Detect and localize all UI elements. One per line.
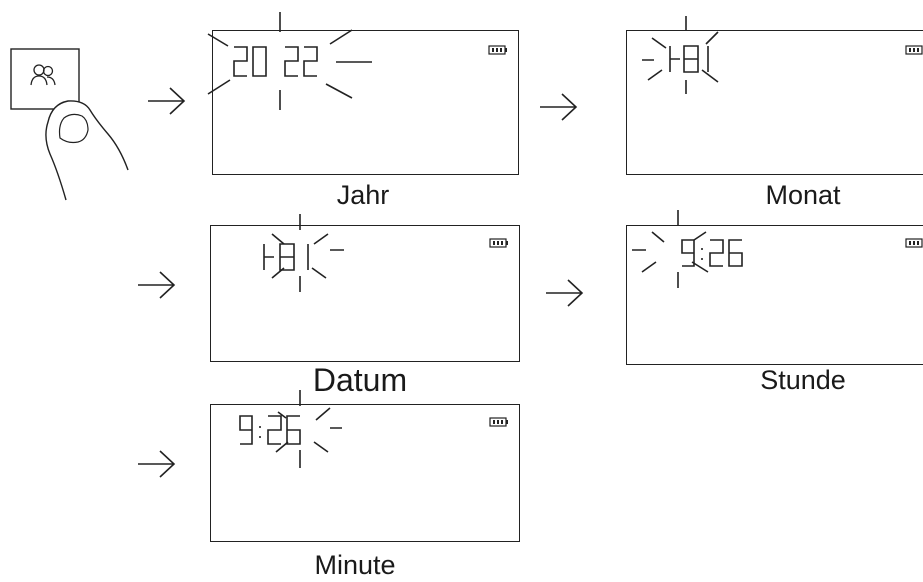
step-label-month: Monat [765, 180, 841, 210]
lcd-screen-hour [626, 225, 923, 365]
battery-icon [488, 45, 507, 55]
right-arrow-icon [540, 93, 578, 121]
finger-press-icon [45, 100, 129, 201]
lcd-screen-minute [210, 404, 520, 542]
battery-icon [905, 238, 923, 248]
users-button[interactable] [10, 48, 82, 114]
right-arrow-icon [546, 279, 584, 307]
lcd-month-display [642, 16, 719, 94]
battery-icon [489, 238, 508, 248]
lcd-date-display [263, 214, 344, 292]
right-arrow-icon [138, 271, 176, 299]
lcd-minute-display [239, 390, 342, 468]
users-icon [30, 64, 56, 86]
step-label-hour: Stunde [760, 365, 846, 395]
right-arrow-icon [148, 87, 186, 115]
battery-icon [489, 417, 508, 427]
lcd-screen-month [626, 30, 923, 175]
lcd-hour-display [632, 210, 743, 288]
battery-icon [905, 45, 923, 55]
step-label-minute: Minute [314, 550, 396, 580]
step-label-date: Datum [312, 362, 408, 398]
lcd-year-display [207, 12, 372, 110]
lcd-screen-date [210, 225, 520, 362]
lcd-screen-year [212, 30, 519, 175]
right-arrow-icon [138, 450, 176, 478]
step-label-year: Jahr [336, 180, 390, 210]
